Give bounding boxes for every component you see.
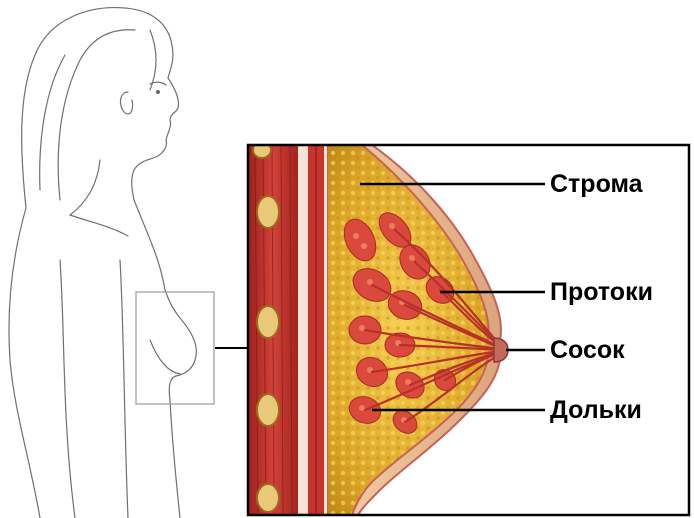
label-ducts: Протоки xyxy=(550,280,653,305)
zoom-region-box xyxy=(136,292,214,404)
hair-strand-2 xyxy=(150,30,156,90)
face-profile xyxy=(132,78,179,200)
rib xyxy=(257,484,279,512)
rib xyxy=(257,196,279,228)
chest-front xyxy=(134,200,196,518)
rib xyxy=(257,306,279,338)
shoulder-line xyxy=(70,215,128,236)
arm-outline xyxy=(60,260,75,518)
label-stroma: Строма xyxy=(550,172,643,197)
ear-outline xyxy=(121,92,133,114)
hair-inner-line xyxy=(58,30,135,200)
rib xyxy=(257,394,279,426)
back-outline xyxy=(9,208,40,518)
female-torso-outline-drawing xyxy=(9,8,196,518)
hair-outline xyxy=(22,8,173,208)
label-nipple: Сосок xyxy=(550,338,625,363)
breast-under-curve xyxy=(150,340,180,374)
fascia-layer xyxy=(298,145,308,515)
eye-mark xyxy=(157,91,160,94)
neck-back xyxy=(70,160,100,215)
label-lobules: Дольки xyxy=(550,398,642,423)
arm-inner xyxy=(120,260,128,518)
